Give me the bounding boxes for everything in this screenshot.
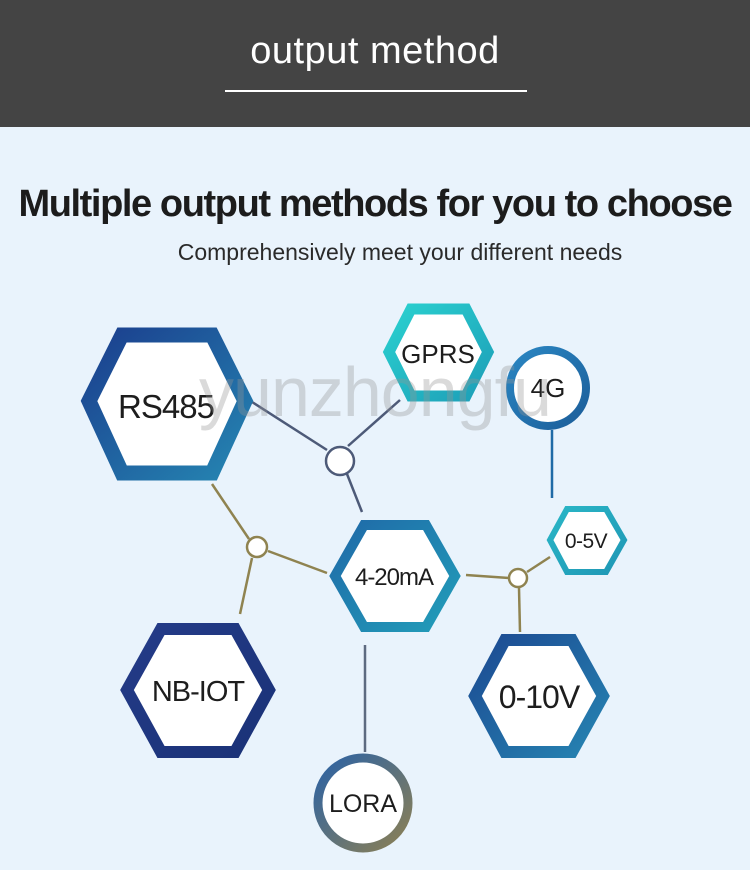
- hub-node-right: [507, 567, 529, 589]
- lora-label: LORA: [329, 790, 397, 818]
- headline: Multiple output methods for you to choos…: [18, 183, 733, 225]
- gprs-label: GPRS: [401, 339, 475, 369]
- node-nb-iot: NB-IOT: [120, 623, 276, 758]
- hub-node-top: [324, 445, 356, 477]
- nb-iot-label: NB-IOT: [152, 676, 246, 708]
- connector-lefthub-4-20ma: [267, 549, 328, 575]
- 4-20ma-hexagon: [329, 520, 461, 632]
- 0-5v-hexagon: [546, 506, 628, 575]
- connectors: [210, 399, 554, 752]
- connector-rs485-hub: [251, 400, 328, 452]
- node-4g: 4G: [506, 346, 590, 430]
- connector-hub-4-20ma: [345, 473, 364, 513]
- node-rs485: RS485: [80, 327, 254, 481]
- connector-righthub-0-5v: [526, 555, 551, 574]
- connector-4-20ma-righthub: [465, 573, 510, 580]
- header-bar: output method: [0, 0, 750, 127]
- 4-20ma-label: 4-20mA: [355, 564, 434, 591]
- nb-iot-hexagon: [120, 623, 276, 758]
- node-0-5v: 0-5V: [546, 506, 628, 575]
- 0-5v-label: 0-5V: [565, 530, 608, 553]
- subheadline: Comprehensively meet your different need…: [177, 239, 623, 265]
- node-0-10v: 0-10V: [468, 634, 610, 758]
- connector-lefthub-nbiot: [238, 557, 254, 615]
- header-underline: [225, 90, 527, 92]
- node-4-20ma: 4-20mA: [329, 520, 461, 632]
- connector-righthub-0-10v: [517, 587, 522, 633]
- connector-rs485-lefthub: [210, 483, 251, 540]
- 4g-circle: [506, 346, 590, 430]
- header-title: output method: [250, 30, 500, 72]
- node-lora: LORA: [313, 753, 413, 853]
- gprs-hexagon: [382, 303, 495, 402]
- hub-node-left: [245, 535, 269, 559]
- rs485-hexagon: [80, 327, 254, 481]
- connector-gprs-hub: [347, 399, 401, 447]
- 4g-label: 4G: [531, 373, 566, 403]
- 0-10v-label: 0-10V: [499, 679, 581, 715]
- 0-10v-hexagon: [468, 634, 610, 758]
- rs485-label: RS485: [118, 388, 214, 425]
- node-gprs: GPRS: [382, 303, 495, 402]
- lora-circle: [313, 753, 413, 853]
